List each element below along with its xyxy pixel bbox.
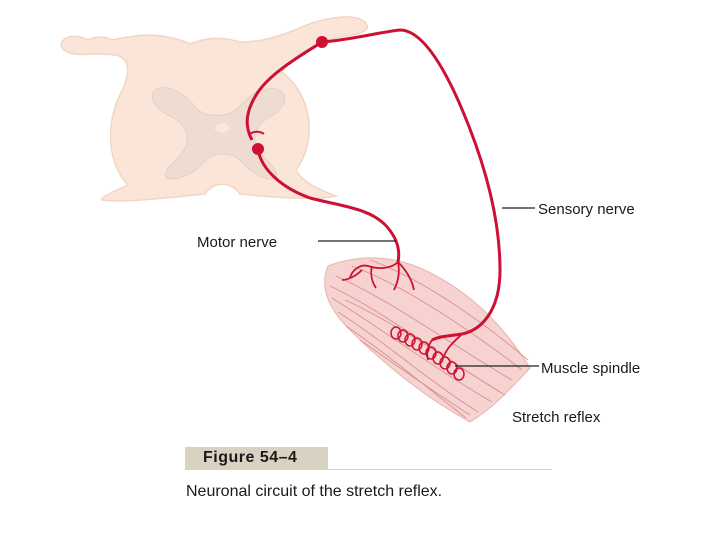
- muscle-spindle-label: Muscle spindle: [541, 360, 641, 377]
- figure-caption: Neuronal circuit of the stretch reflex.: [186, 483, 443, 500]
- spinal-cord-white-matter: [60, 16, 368, 202]
- figure-number-box: [185, 447, 328, 470]
- figure-rule: [328, 469, 552, 470]
- motor-nerve: [256, 149, 401, 263]
- leader-lines: [318, 207, 539, 367]
- stretch-reflex-label: Stretch reflex: [512, 409, 601, 426]
- sensory-nerve-label: Sensory nerve: [538, 201, 635, 218]
- muscle-spindle: [390, 326, 465, 381]
- sensory-interneuron-path: [245, 40, 323, 141]
- figure-number: Figure 54–4: [203, 449, 298, 466]
- motor-end-plates: [341, 261, 415, 291]
- sensory-spindle-ending: [426, 333, 463, 361]
- motor-neuron-cell-body: [252, 143, 264, 155]
- sensory-neuron-cell-body: [316, 36, 328, 48]
- spinal-cord-cross-section: [60, 16, 368, 202]
- synapse-mark: [249, 130, 265, 135]
- central-canal: [214, 123, 230, 133]
- sensory-nerve: [321, 28, 502, 342]
- motor-nerve-label: Motor nerve: [197, 234, 278, 251]
- muscle-body: [324, 257, 531, 423]
